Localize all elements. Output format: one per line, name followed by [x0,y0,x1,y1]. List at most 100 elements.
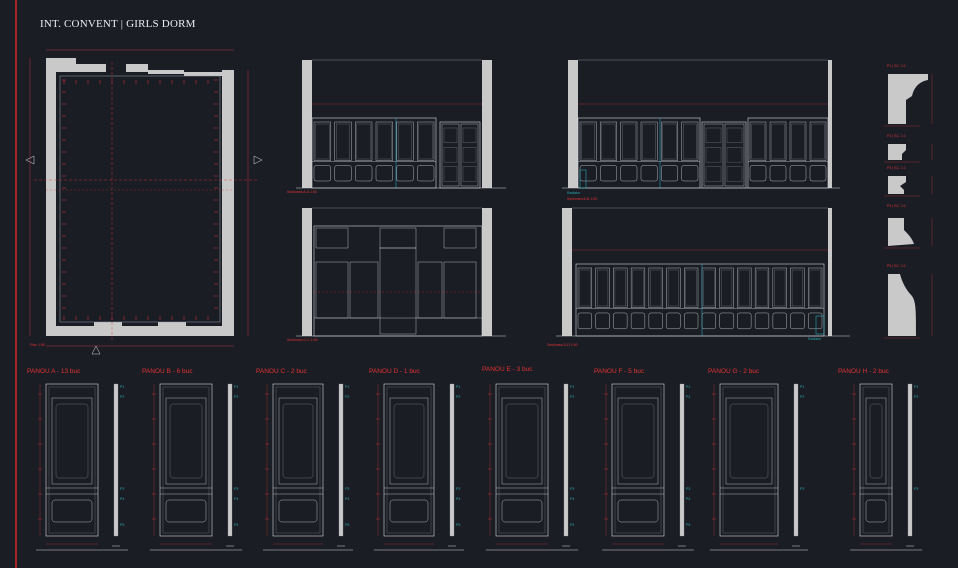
elevation-label-d: Sectiunea D-D 1:50 [547,343,578,347]
elev-d-radiator [815,315,825,335]
elev-c-transom-3 [443,227,477,249]
elev-d-upper-panel [666,267,681,308]
panel-c-upper-panel-inner [282,403,314,479]
elev-a-upper-panel-inner [315,123,330,160]
elev-d-lower-panel [790,312,805,329]
panel-e-upper-panel-inner [505,403,539,479]
panel-d-tag-p2: P2 [456,395,461,399]
panel-d-upper-panel-inner [393,403,425,479]
elev-d-upper-panel-inner [632,269,644,307]
panel-h-upper-panel-inner [869,403,883,479]
elev-d-upper-panel [613,267,628,308]
panel-d-frame [383,383,435,537]
panel-f-tag-p4: P4 [686,497,691,501]
radiator-label-d: Radiator [808,337,822,341]
elev-a-wall-right [482,60,492,188]
elev-d-upper-panel [737,267,752,308]
panel-e-tag-p2: P2 [570,395,575,399]
elev-d-upper-panel [772,267,787,308]
panel-g-inner-frame [722,386,776,534]
panel-h-tag-p1: P1 [914,385,919,389]
elev-a-upper-panel [334,121,352,161]
panel-a-lower-panel [51,499,93,523]
elev-d-upper-panel-inner [756,269,768,307]
elev-d-upper-panel-inner [703,269,715,307]
elev-c-transom-2 [379,227,417,249]
elev-d-upper-panel [754,267,770,308]
panel-b-upper-panel [165,397,207,485]
elev-a-upper-panel [355,121,373,161]
plan-wall-top-d [184,72,224,76]
elev-d-upper-panel-inner [579,269,591,307]
elev-a-upper-panel-inner [336,123,350,160]
panel-d-tag-p4: P4 [456,497,461,501]
elev-d-lower-panel [577,312,592,329]
elev-b-door-panel [726,127,743,143]
panel-f-tag-p3: P3 [686,487,691,491]
elev-b-door-leaf-left [703,123,724,187]
section-marker-left [25,155,35,165]
elevation-label-c: Sectiunea C-C 1:50 [287,338,318,342]
plan-wall-top-b [126,64,148,72]
panel-b-tag-p5: P5 [234,523,239,527]
elev-b-door-panel [705,166,722,182]
elev-b2-wainscot-frame [747,117,829,189]
elev-d-lower-panel [754,312,770,329]
panel-b-lower-panel [165,499,207,523]
profile-label-p5: P5 | SC. 1:1 [887,264,906,268]
panel-b-label: PANOU B - 6 buc [142,368,193,375]
panel-g-tag-p1: P1 [800,385,805,389]
panel-h-tag-p2: P2 [914,395,919,399]
elev-b-radiator [579,169,587,189]
panel-e-lower-panel [501,499,543,523]
elev-b2-upper-panel-inner [791,123,805,160]
elev-c-wall-frame [313,225,483,337]
plan-wall-top-a [76,64,106,72]
elev-d-upper-panel-inner [597,269,609,307]
panel-b-tag-p3: P3 [234,487,239,491]
elev-b2-upper-panel [789,121,807,161]
elev-b-lower-panel [620,165,638,182]
elev-a-lower-panel [313,165,331,182]
plan-wall-bottom-pier-1 [94,322,122,336]
panel-c-lower-panel [278,499,318,523]
elev-d-lower-panel [613,312,628,329]
panel-a-tag-p1: P1 [120,385,125,389]
elev-d-lower-panel [630,312,646,329]
panel-c-tag-p5: P5 [345,523,350,527]
elev-a-door-frame [439,121,481,189]
elev-d-upper-panel-inner [721,269,733,307]
elev-b-upper-panel-inner [662,123,677,160]
plan-wall-bottom-pier-2 [158,322,186,336]
elev-b-lower-panel [579,165,597,182]
panel-h-upper-panel [865,397,887,485]
elev-b-lower-panel [681,165,699,182]
elev-b-lower-panel [640,165,658,182]
panel-f-tag-p2: P2 [686,395,691,399]
elev-a-lower-panel [355,165,373,182]
panel-g-frame [719,383,779,537]
elev-b2-upper-panel-inner [811,123,825,160]
elev-d-upper-panel [648,267,663,308]
panel-c-frame [272,383,324,537]
elev-b-upper-panel [640,121,658,161]
panel-f-upper-panel-inner [621,403,655,479]
profile-label-p2: P2 | SC. 1:1 [887,134,906,138]
elev-a-door-leaf-right [460,123,479,187]
elev-d-upper-panel-inner [685,269,697,307]
panel-e-tag-p1: P1 [570,385,575,389]
elev-a-door-panel [462,166,477,182]
elev-b-upper-panel [600,121,617,161]
panel-e-side-section [563,383,569,537]
panel-b-tag-p2: P2 [234,395,239,399]
elev-b-wall-right [828,60,832,188]
elev-b-upper-panel-inner [683,123,697,160]
elev-d-lower-panel [719,312,734,329]
panel-e-tag-p4: P4 [570,497,575,501]
panel-d-inner-frame [386,386,432,534]
sheet-title: INT. CONVENT | GIRLS DORM [40,18,196,30]
elev-b2-lower-panel [809,165,827,182]
elev-b2-upper-panel [749,121,767,161]
panel-c-tag-p4: P4 [345,497,350,501]
panel-f-lower-panel [617,499,659,523]
